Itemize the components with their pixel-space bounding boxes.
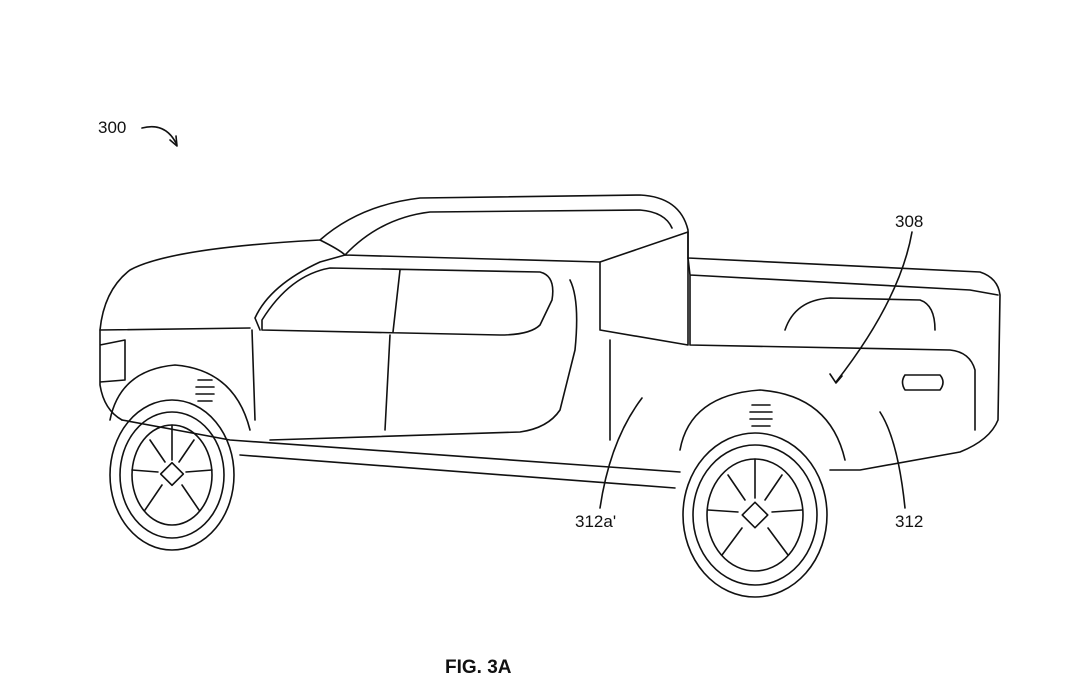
leader-312a: [599, 397, 643, 509]
label-308: 308: [895, 212, 924, 231]
leader-312: [879, 411, 906, 509]
front-fascia: [99, 327, 251, 421]
truck-body-outline: [99, 194, 1001, 471]
label-312: 312: [895, 512, 924, 531]
doors: [251, 279, 611, 441]
rear-wheel: [682, 432, 828, 598]
front-wheel: [109, 399, 235, 551]
side-window: [261, 267, 554, 336]
label-300: 300: [98, 118, 127, 137]
bed-rail: [687, 257, 999, 431]
figure-caption: FIG. 3A: [445, 657, 512, 678]
rear-spring: [749, 404, 773, 427]
leader-308: [829, 231, 913, 384]
windshield: [254, 254, 346, 331]
roof: [319, 209, 689, 263]
rear-wheel-arch: [679, 389, 846, 461]
front-spring: [195, 379, 215, 402]
tail-light: [901, 374, 944, 391]
leader-300: [141, 125, 178, 147]
label-312a: 312a': [575, 512, 617, 531]
cab-back: [599, 231, 689, 346]
rocker-panel: [121, 419, 681, 489]
front-wheel-arch: [109, 364, 251, 431]
